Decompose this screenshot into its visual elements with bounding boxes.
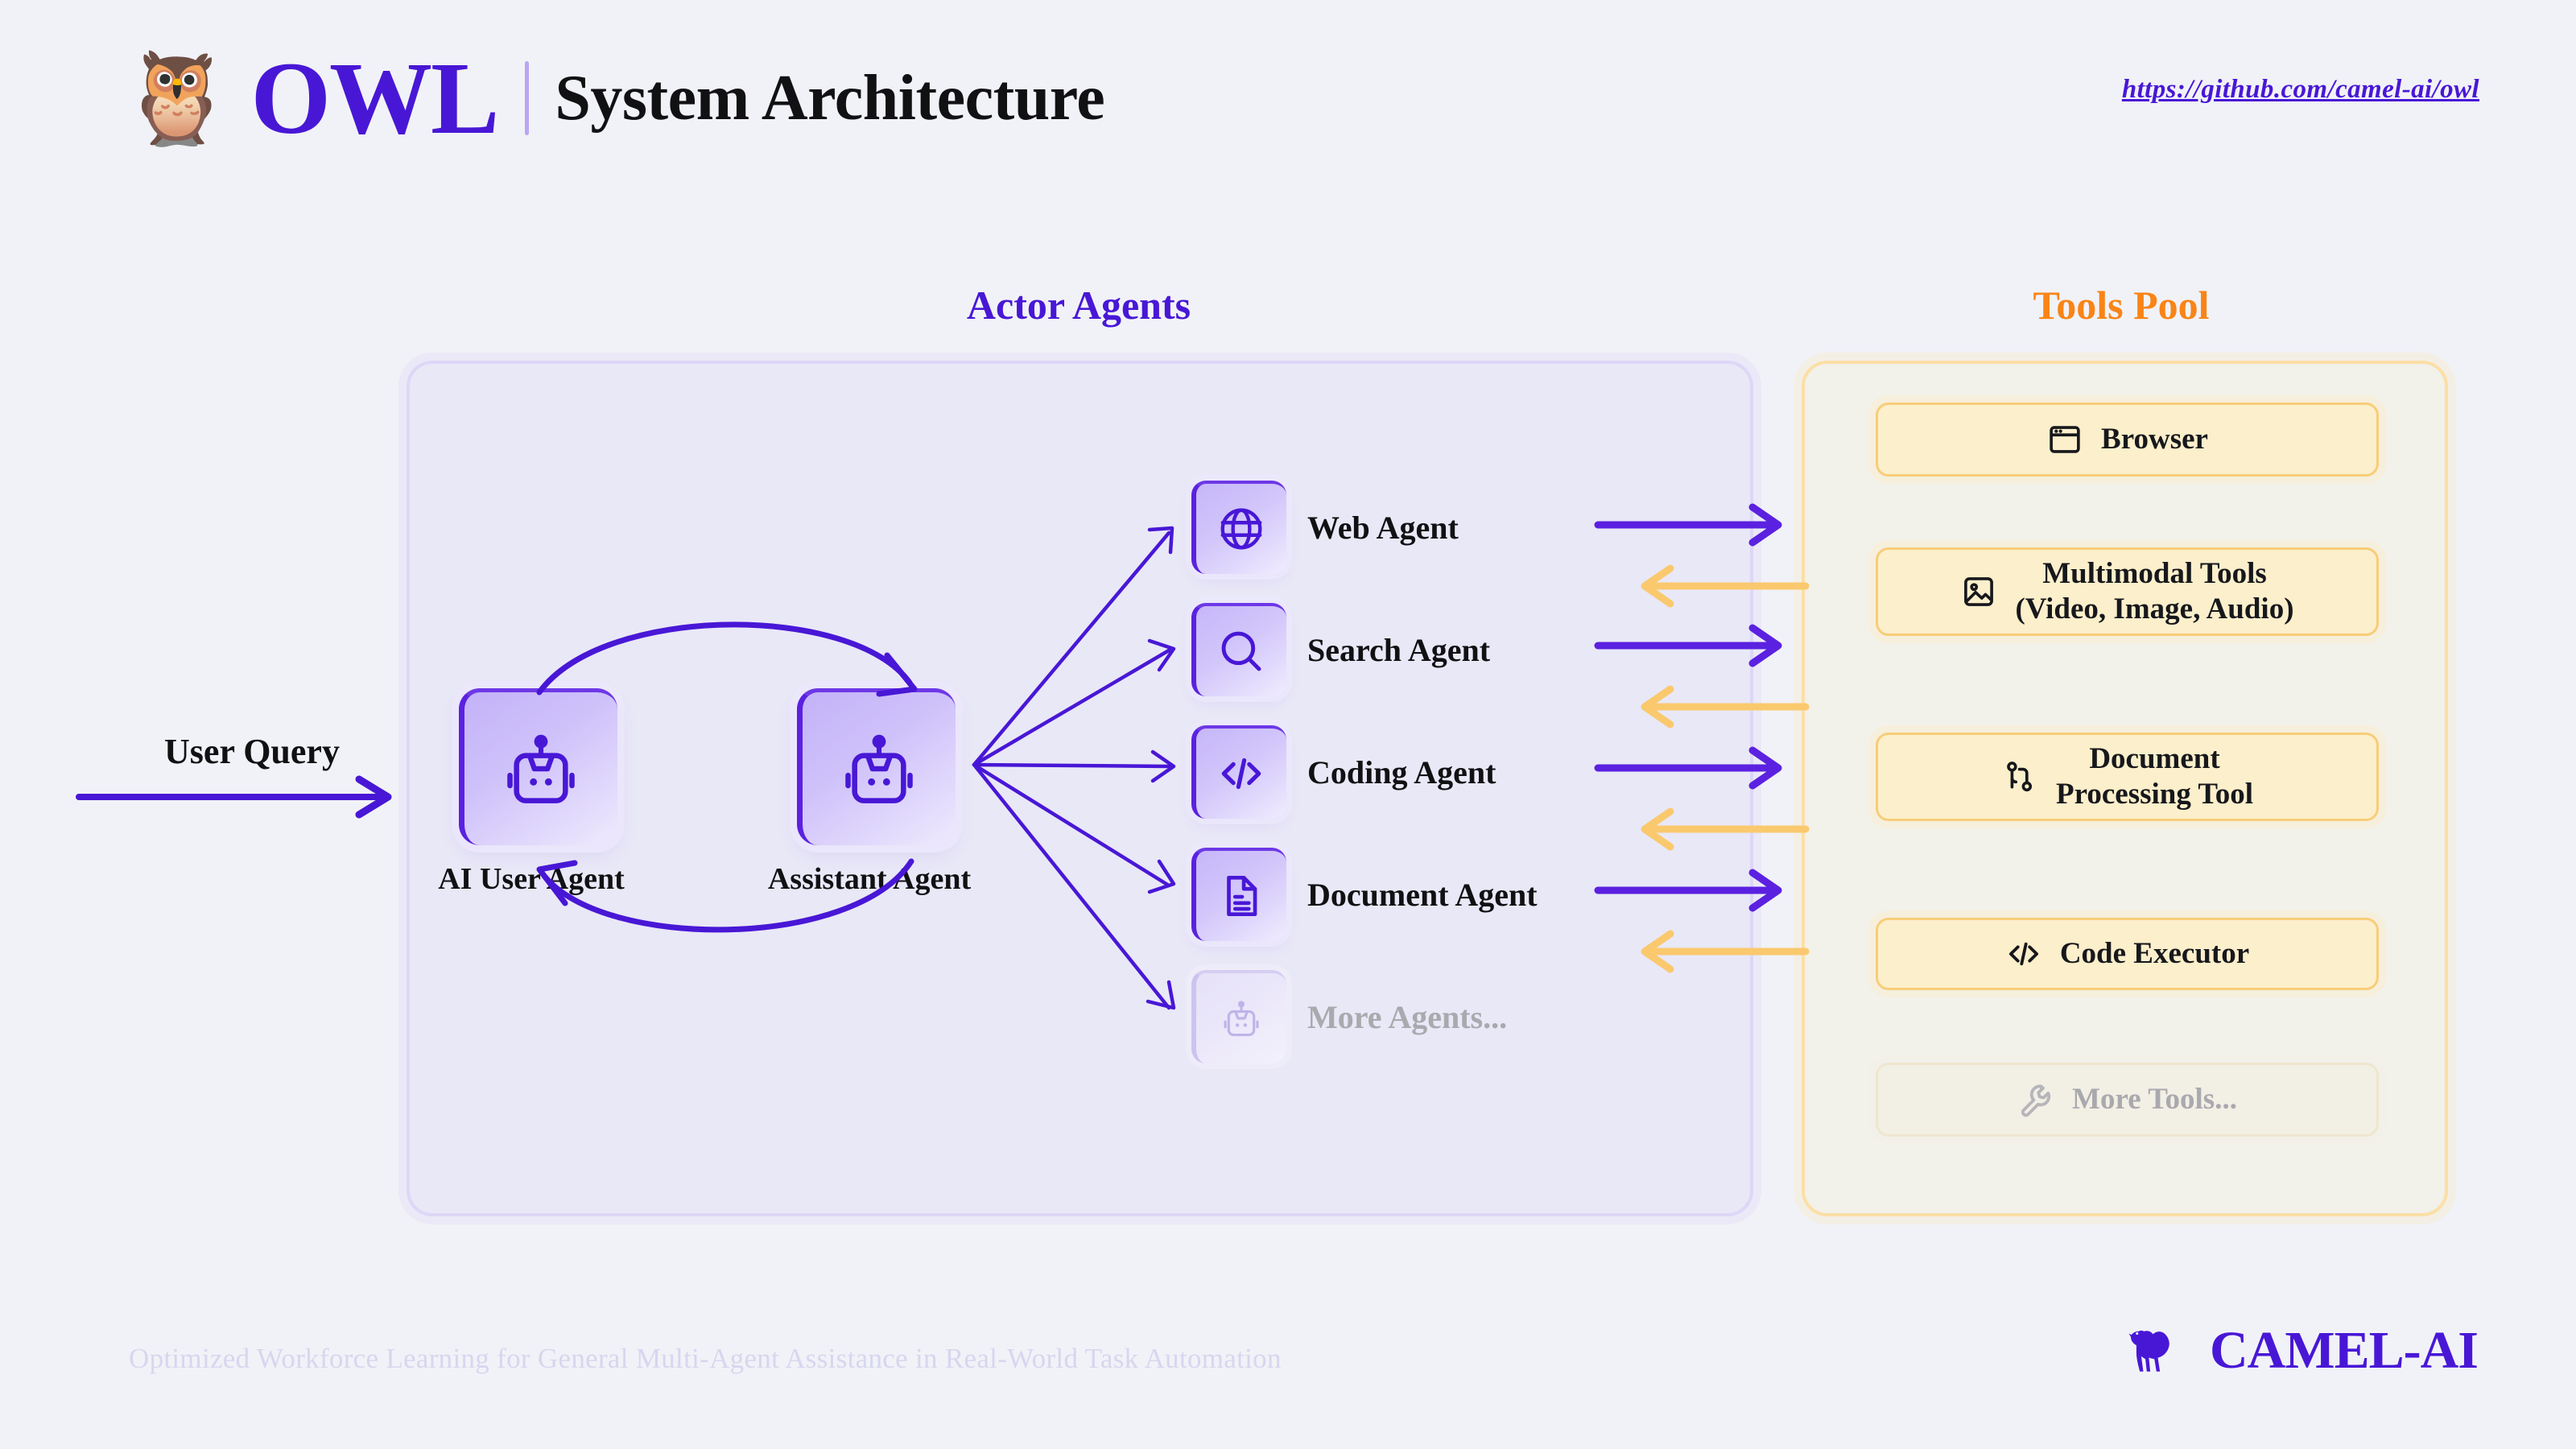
- assistant-agent-tile[interactable]: [797, 688, 956, 845]
- code-icon: [1221, 758, 1261, 790]
- agent-row-search[interactable]: Search Agent: [1191, 603, 1490, 696]
- tool-card-more-tools[interactable]: More Tools...: [1876, 1063, 2379, 1137]
- tool-label-line1: More Tools...: [2072, 1083, 2237, 1117]
- agent-tool-exchange-arrows: [1594, 503, 1810, 973]
- page-header: 🦉 OWL System Architecture: [121, 41, 1105, 155]
- browser-window-icon: [2050, 426, 2080, 453]
- tool-label: Browser: [2101, 422, 2208, 457]
- footer-tagline: Optimized Workforce Learning for General…: [129, 1343, 1282, 1374]
- globe-icon: [1220, 508, 1262, 550]
- robot-icon: [845, 734, 913, 803]
- tool-label: Multimodal Tools (Video, Image, Audio): [2015, 556, 2293, 626]
- wrench-icon: [2021, 1084, 2051, 1117]
- web-agent-tile: [1191, 481, 1286, 574]
- tool-label-line2: (Video, Image, Audio): [2015, 592, 2294, 625]
- tool-label: Document Processing Tool: [2056, 741, 2253, 811]
- robot-icon: [507, 734, 575, 803]
- user-query-arrow: [76, 773, 401, 821]
- tool-card-code-executor[interactable]: Code Executor: [1876, 918, 2379, 990]
- tool-label-line1: Browser: [2101, 423, 2208, 456]
- coding-agent-tile: [1191, 725, 1286, 819]
- tool-label-line1: Document: [2089, 742, 2220, 776]
- tool-card-browser[interactable]: Browser: [1876, 402, 2379, 477]
- robot-icon: [1224, 1001, 1259, 1037]
- code-icon: [2008, 942, 2038, 966]
- agent-row-document[interactable]: Document Agent: [1191, 848, 1538, 941]
- document-agent-tile: [1191, 848, 1286, 941]
- ai-user-agent-label: AI User Agent: [438, 862, 625, 896]
- document-icon: [1227, 875, 1257, 917]
- owl-icon: 🦉: [121, 46, 233, 151]
- git-branch-icon: [2007, 762, 2033, 792]
- tool-card-document-processing[interactable]: Document Processing Tool: [1876, 733, 2379, 821]
- agent-label: Web Agent: [1307, 509, 1459, 546]
- tool-label: Code Executor: [2060, 936, 2249, 972]
- agent-row-coding[interactable]: Coding Agent: [1191, 725, 1496, 819]
- tool-card-multimodal[interactable]: Multimodal Tools (Video, Image, Audio): [1876, 547, 2379, 636]
- user-query-label: User Query: [164, 732, 340, 771]
- agent-label: More Agents...: [1307, 998, 1508, 1035]
- agent-row-more[interactable]: More Agents...: [1191, 970, 1507, 1063]
- actor-agents-panel: [407, 361, 1753, 1216]
- image-icon: [1964, 577, 1994, 606]
- tool-label: More Tools...: [2072, 1082, 2237, 1117]
- tool-label-line1: Multimodal Tools: [2042, 557, 2267, 591]
- search-icon: [1221, 631, 1261, 671]
- repo-url-link[interactable]: https://github.com/camel-ai/owl: [2121, 75, 2479, 104]
- more-agents-tile: [1191, 970, 1286, 1063]
- search-agent-tile: [1191, 603, 1286, 696]
- tool-label-line1: Code Executor: [2059, 937, 2250, 971]
- camel-ai-wordmark: CAMEL-AI: [2210, 1321, 2479, 1380]
- agent-label: Document Agent: [1307, 876, 1538, 913]
- agent-label: Coding Agent: [1307, 753, 1496, 791]
- brand-title: OWL: [250, 41, 499, 155]
- agent-fan-arrows: [972, 526, 1176, 1010]
- agent-loop-arrows: [536, 621, 918, 933]
- camel-ai-logo: CAMEL-AI: [2126, 1320, 2479, 1381]
- header-divider: [525, 61, 530, 135]
- actor-agents-title: Actor Agents: [966, 283, 1191, 328]
- agent-row-web[interactable]: Web Agent: [1191, 481, 1459, 574]
- assistant-agent-label: Assistant Agent: [767, 862, 972, 896]
- tools-pool-title: Tools Pool: [2033, 283, 2210, 328]
- camel-icon: [2128, 1330, 2169, 1372]
- agent-label: Search Agent: [1307, 631, 1491, 668]
- tool-label-line2: Processing Tool: [2056, 778, 2253, 811]
- page-title: System Architecture: [555, 63, 1105, 134]
